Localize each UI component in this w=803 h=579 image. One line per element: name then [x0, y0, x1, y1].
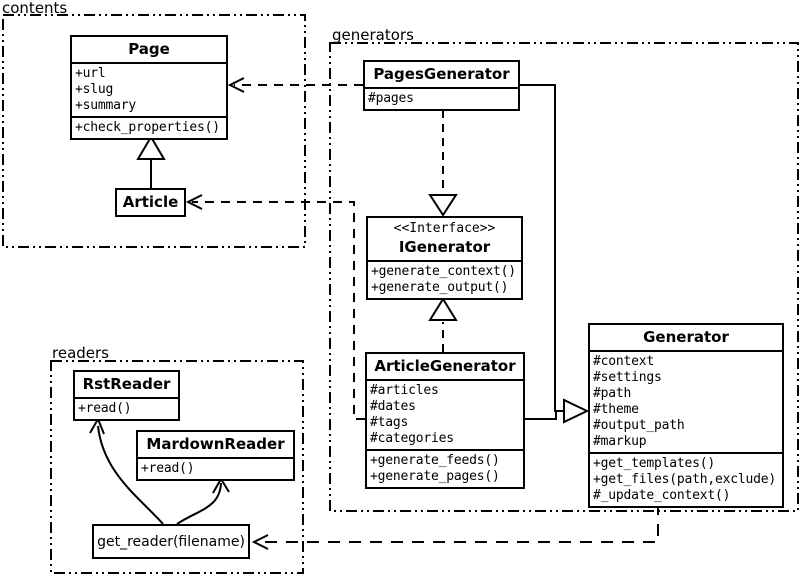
method: +get_templates() — [593, 456, 716, 471]
realization-triangle-at-igenerator-bottom — [428, 297, 458, 321]
class-header-igenerator: <<Interface>> IGenerator — [368, 218, 521, 260]
method: +check_properties() — [75, 120, 220, 135]
attr: #markup — [593, 434, 647, 449]
dependency-line-generator-to-getreader — [258, 503, 659, 543]
call-line-getreader-to-rstreader — [97, 425, 164, 525]
generators-package-label: generators — [332, 26, 414, 44]
dependency-arrowhead-at-getreader — [251, 534, 269, 550]
method: +read() — [78, 401, 132, 416]
inheritance-line-articlegenerator-to-generator — [525, 411, 557, 420]
class-box-pagesgenerator: PagesGenerator #pages — [363, 60, 520, 111]
attr: #context — [593, 354, 655, 369]
method: +generate_pages() — [370, 469, 500, 484]
method: +generate_feeds() — [370, 453, 500, 468]
class-title-articlegenerator: ArticleGenerator — [374, 357, 516, 375]
inheritance-triangle-at-generator — [563, 398, 590, 424]
attr: #settings — [593, 370, 662, 385]
class-box-articlegenerator: ArticleGenerator #articles #dates #tags … — [365, 352, 525, 489]
readers-package-border — [50, 360, 304, 574]
attr: #theme — [593, 402, 639, 417]
class-title-article: Article — [122, 193, 179, 211]
attr: #tags — [370, 415, 409, 430]
attr: +url — [75, 66, 106, 81]
attr: #articles — [370, 383, 439, 398]
class-box-page: Page +url +slug +summary +check_properti… — [70, 35, 228, 140]
class-box-igenerator: <<Interface>> IGenerator +generate_conte… — [366, 216, 523, 300]
readers-package-label: readers — [52, 344, 109, 362]
call-line-getreader-to-mardownreader — [176, 482, 222, 525]
class-methods-igenerator: +generate_context() +generate_output() — [368, 260, 521, 298]
contents-package-label: contents — [2, 0, 68, 17]
class-methods-page: +check_properties() — [72, 116, 226, 138]
class-attrs-page: +url +slug +summary — [72, 62, 226, 116]
attr: #pages — [368, 91, 414, 106]
method: #_update_context() — [593, 488, 731, 503]
method: +generate_output() — [371, 280, 509, 295]
method: +get_files(path,exclude) — [593, 472, 777, 487]
function-label-get-reader: get_reader(filename) — [97, 533, 245, 550]
dependency-arrowhead-at-page — [227, 77, 245, 93]
class-box-mardownreader: MardownReader +read() — [136, 430, 295, 481]
attr: +slug — [75, 82, 114, 97]
class-methods-generator: +get_templates() +get_files(path,exclude… — [590, 452, 782, 506]
call-arrowhead-at-rstreader — [89, 416, 105, 435]
class-box-article: Article — [115, 188, 186, 217]
class-attrs-articlegenerator: #articles #dates #tags #categories — [367, 379, 523, 449]
class-title-mardownreader: MardownReader — [146, 435, 285, 453]
method: +generate_context() — [371, 264, 516, 279]
class-title-generator: Generator — [643, 328, 729, 346]
class-title-page: Page — [128, 40, 170, 58]
class-title-pagesgenerator: PagesGenerator — [373, 65, 510, 83]
class-methods-articlegenerator: +generate_feeds() +generate_pages() — [367, 449, 523, 487]
class-box-rstreader: RstReader +read() — [73, 370, 180, 421]
inheritance-triangle-article-to-page — [136, 135, 166, 160]
function-box-get-reader: get_reader(filename) — [92, 524, 250, 559]
attr: #dates — [370, 399, 416, 414]
attr: #path — [593, 386, 632, 401]
class-title-igenerator: IGenerator — [398, 238, 491, 256]
inheritance-line-pagesgenerator-to-generator — [520, 84, 564, 412]
class-stereotype-igenerator: <<Interface>> — [393, 221, 496, 236]
attr: +summary — [75, 98, 137, 113]
class-title-rstreader: RstReader — [82, 375, 171, 393]
realization-triangle-at-igenerator-top — [428, 194, 458, 217]
class-attrs-generator: #context #settings #path #theme #output_… — [590, 350, 782, 452]
method: +read() — [141, 461, 195, 476]
generators-package-border — [329, 42, 799, 512]
dependency-line-articlegenerator-to-article — [192, 201, 365, 420]
contents-package-border — [2, 14, 306, 248]
class-methods-mardownreader: +read() — [138, 457, 293, 479]
attr: #categories — [370, 431, 454, 446]
attr: #output_path — [593, 418, 685, 433]
class-methods-rstreader: +read() — [75, 397, 178, 419]
class-attrs-pagesgenerator: #pages — [365, 87, 518, 109]
class-box-generator: Generator #context #settings #path #them… — [588, 323, 784, 508]
dependency-arrowhead-at-article — [185, 194, 203, 210]
